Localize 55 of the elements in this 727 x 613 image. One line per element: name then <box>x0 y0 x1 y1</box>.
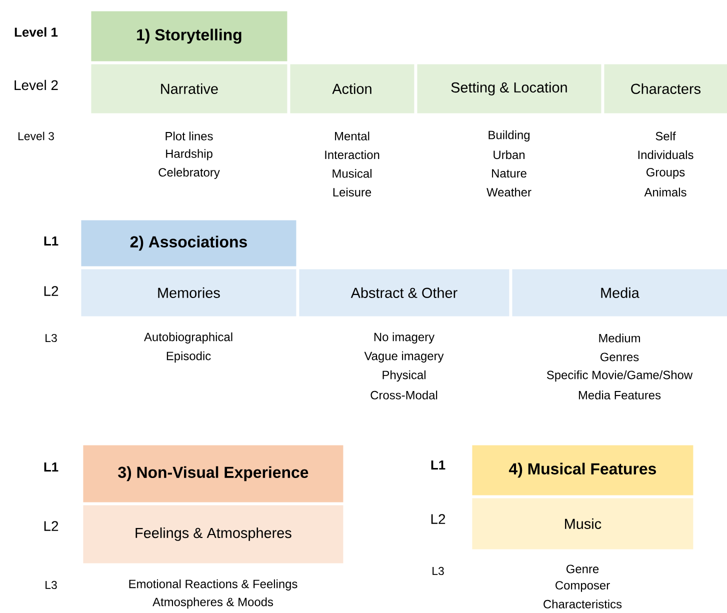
list-item: Physical <box>382 370 426 382</box>
list-item: Genre <box>566 564 599 574</box>
level-label: L3 <box>46 580 57 590</box>
list-item: Genres <box>600 352 639 362</box>
subcategory-box: Feelings & Atmospheres <box>83 505 344 564</box>
category-box: 1) Storytelling <box>91 11 288 62</box>
list-item: Cross-Modal <box>370 390 438 400</box>
subcategory-box: Narrative <box>91 64 288 114</box>
level-label: L1 <box>431 460 446 470</box>
subcategory-box: Music <box>472 498 694 550</box>
level-label: L3 <box>46 334 57 342</box>
subcategory-box: Characters <box>604 64 727 114</box>
subcategory-box: Setting & Location <box>417 64 602 114</box>
subcategory-box: Media <box>512 269 727 316</box>
list-item: Groups <box>646 168 685 179</box>
list-item: Composer <box>556 581 610 592</box>
list-item: Medium <box>599 334 640 342</box>
level-label: L2 <box>44 286 58 296</box>
list-item: Musical <box>332 169 372 178</box>
list-item: Mental <box>335 132 370 140</box>
subcategory-box: Memories <box>81 269 296 316</box>
level-label: L1 <box>44 236 58 246</box>
level-label: L3 <box>432 566 444 576</box>
level-label: L2 <box>44 521 58 531</box>
category-box: 3) Non-Visual Experience <box>83 445 344 502</box>
list-item: Autobiographical <box>144 332 232 344</box>
list-item: Urban <box>494 150 524 160</box>
list-item: Celebratory <box>158 168 220 179</box>
list-item: Episodic <box>166 351 211 363</box>
list-item: Media Features <box>578 390 661 400</box>
list-item: Leisure <box>333 188 372 196</box>
list-item: Specific Movie/Game/Show <box>546 370 693 382</box>
list-item: Self <box>656 132 676 140</box>
list-item: Hardship <box>166 149 212 160</box>
level-label: L1 <box>44 462 58 472</box>
level-label: Level 1 <box>14 27 58 37</box>
list-item: Interaction <box>325 150 380 160</box>
level-label: L2 <box>431 514 446 524</box>
list-item: Vague imagery <box>364 351 444 363</box>
list-item: No imagery <box>374 332 435 344</box>
list-item: Emotional Reactions & Feelings <box>129 579 298 591</box>
category-box: 4) Musical Features <box>472 445 694 496</box>
list-item: Weather <box>486 188 532 196</box>
level-label: Level 2 <box>14 80 58 90</box>
subcategory-box: Action <box>290 64 414 114</box>
list-item: Atmospheres & Moods <box>152 597 274 609</box>
level-label: Level 3 <box>18 132 54 140</box>
category-box: 2) Associations <box>81 220 296 266</box>
list-item: Characteristics <box>544 600 622 608</box>
list-item: Individuals <box>638 150 694 160</box>
list-item: Animals <box>644 188 686 196</box>
list-item: Nature <box>492 169 526 178</box>
list-item: Building <box>488 130 530 142</box>
list-item: Plot lines <box>166 132 213 140</box>
subcategory-box: Abstract & Other <box>299 269 510 316</box>
